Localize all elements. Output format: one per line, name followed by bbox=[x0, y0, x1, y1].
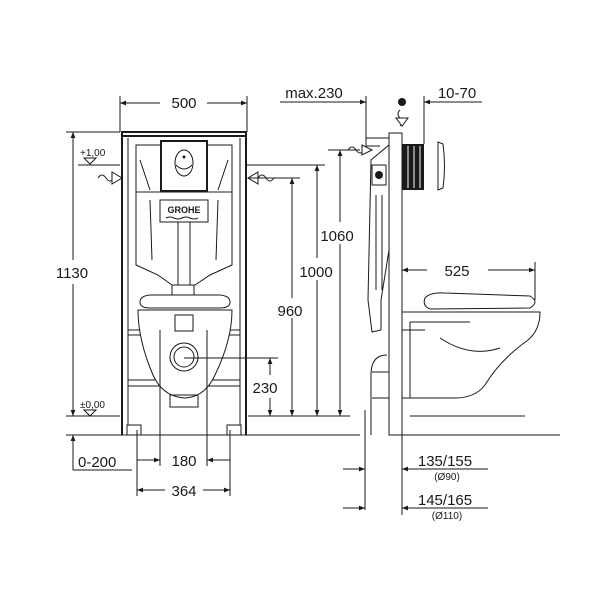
flush-plate bbox=[160, 140, 208, 192]
dim-label: 1130 bbox=[56, 265, 88, 282]
brand-logo: GROHE bbox=[167, 205, 200, 215]
cistern: GROHE bbox=[135, 144, 233, 301]
dim-sublabel: (Ø90) bbox=[434, 472, 460, 483]
dimension-525: 525 bbox=[402, 262, 536, 300]
water-inlet-left bbox=[97, 171, 123, 185]
floor-line bbox=[66, 415, 560, 436]
water-inlet-right bbox=[246, 164, 325, 185]
dimension-10-70: 10-70 bbox=[423, 85, 482, 144]
dimension-1130: 1130 bbox=[56, 131, 120, 416]
dim-label: 180 bbox=[171, 453, 196, 470]
dim-label: 230 bbox=[252, 380, 277, 397]
dimension-960: 960 bbox=[277, 178, 303, 416]
dim-label: 10-70 bbox=[438, 85, 476, 102]
side-frame bbox=[347, 132, 403, 510]
dim-label: 1060 bbox=[320, 228, 353, 245]
dimension-pipe-110: 145/165 (Ø110) bbox=[343, 492, 488, 522]
level-zero: ±0,00 bbox=[80, 400, 105, 417]
dim-label: 960 bbox=[277, 303, 302, 320]
dim-label: 135/155 bbox=[418, 453, 472, 470]
level-label: +1,00 bbox=[80, 148, 106, 159]
side-toilet-bowl bbox=[401, 292, 541, 399]
dimension-max-230: max.230 bbox=[280, 85, 367, 134]
level-plus-1: +1,00 bbox=[78, 148, 120, 166]
dimension-0-200: 0-200 bbox=[70, 435, 132, 471]
dimension-500: 500 bbox=[119, 95, 248, 132]
front-toilet-bowl bbox=[137, 294, 233, 408]
dim-label: 1000 bbox=[299, 264, 332, 281]
dim-label: max.230 bbox=[285, 85, 343, 102]
dimension-pipe-90: 135/155 (Ø90) bbox=[343, 435, 488, 515]
dim-label: 364 bbox=[171, 483, 196, 500]
dim-label: 0-200 bbox=[78, 454, 116, 471]
dim-label: 525 bbox=[444, 263, 469, 280]
dimension-364: 364 bbox=[136, 430, 231, 500]
dimension-1060: 1060 bbox=[320, 149, 360, 416]
dimension-230: 230 bbox=[184, 357, 278, 416]
side-flush-actuator bbox=[395, 98, 445, 191]
dimension-180: 180 bbox=[137, 330, 230, 470]
dim-label: 500 bbox=[171, 95, 196, 112]
dim-sublabel: (Ø110) bbox=[432, 511, 462, 522]
dim-label: 145/165 bbox=[418, 492, 472, 509]
dimension-1000: 1000 bbox=[299, 165, 333, 416]
level-label: ±0,00 bbox=[80, 400, 105, 411]
